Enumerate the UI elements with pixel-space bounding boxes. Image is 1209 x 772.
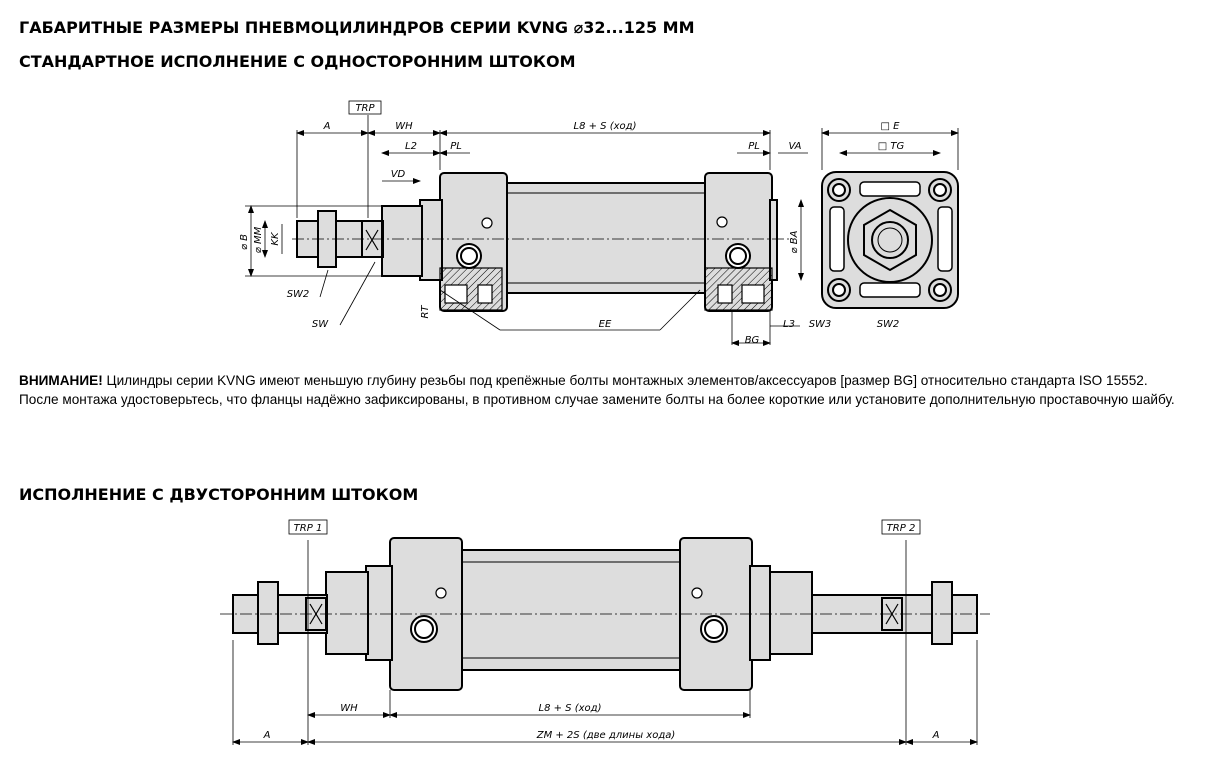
warning-note: ВНИМАНИЕ! Цилиндры серии KVNG имеют мень… — [19, 372, 1185, 409]
dim-pl-right: PL — [748, 141, 760, 152]
dim-tg: □ TG — [878, 141, 905, 152]
double-rear-bushing — [769, 571, 813, 655]
dim-kk: KK — [270, 231, 281, 246]
dim-double-a-right: A — [932, 730, 940, 741]
label-trp2: TRP 2 — [887, 523, 916, 534]
single-rod-heading: СТАНДАРТНОЕ ИСПОЛНЕНИЕ С ОДНОСТОРОННИМ Ш… — [19, 52, 576, 71]
label-trp: TRP — [355, 103, 375, 114]
dim-double-l8s: L8 + S (ход) — [539, 703, 602, 714]
dim-va: VA — [788, 141, 801, 152]
left-rod-nut — [257, 581, 279, 645]
dim-double-wh: WH — [340, 703, 358, 714]
main-title: ГАБАРИТНЫЕ РАЗМЕРЫ ПНЕВМОЦИЛИНДРОВ СЕРИИ… — [19, 18, 695, 37]
double-rod-heading: ИСПОЛНЕНИЕ С ДВУСТОРОННИМ ШТОКОМ — [19, 485, 419, 504]
double-front-boss — [365, 565, 393, 661]
label-sw2-side: SW2 — [877, 319, 900, 330]
dim-l3: L3 — [783, 319, 795, 330]
label-sw2: SW2 — [287, 289, 310, 300]
port-holes — [456, 216, 751, 269]
label-ee: EE — [599, 319, 612, 330]
dim-wh: WH — [395, 121, 413, 132]
warning-label: ВНИМАНИЕ! — [19, 373, 103, 388]
warning-text-1: Цилиндры серии KVNG имеют меньшую глубин… — [102, 373, 1148, 388]
dim-a: A — [323, 121, 331, 132]
warning-text-2: После монтажа удостоверьтесь, что фланцы… — [19, 391, 1175, 407]
rear-boss — [769, 199, 778, 281]
dim-l8s: L8 + S (ход) — [574, 121, 637, 132]
dim-double-a-left: A — [263, 730, 271, 741]
dim-ba: ⌀ BA — [789, 230, 800, 253]
dim-e: □ E — [881, 121, 901, 132]
label-trp1: TRP 1 — [294, 523, 323, 534]
double-front-bushing — [325, 571, 369, 655]
dim-mm: ⌀ MM — [253, 226, 264, 253]
dim-pl-left: PL — [450, 141, 462, 152]
dim-l2: L2 — [405, 141, 417, 152]
label-sw3-side: SW3 — [809, 319, 832, 330]
dim-rt: RT — [420, 305, 431, 319]
double-cylinder-tube — [459, 549, 681, 671]
dim-vd: VD — [391, 169, 406, 180]
double-rear-boss — [749, 565, 771, 661]
side-view — [821, 171, 959, 309]
right-rod-nut — [931, 581, 953, 645]
dim-bg: BG — [745, 335, 760, 346]
double-port-holes — [410, 587, 728, 643]
label-sw: SW — [312, 319, 329, 330]
rod-bushing — [381, 205, 423, 277]
dim-double-zm: ZM + 2S (две длины хода) — [536, 730, 676, 741]
dim-b: ⌀ B — [239, 234, 250, 250]
cylinder-tube — [499, 182, 711, 294]
